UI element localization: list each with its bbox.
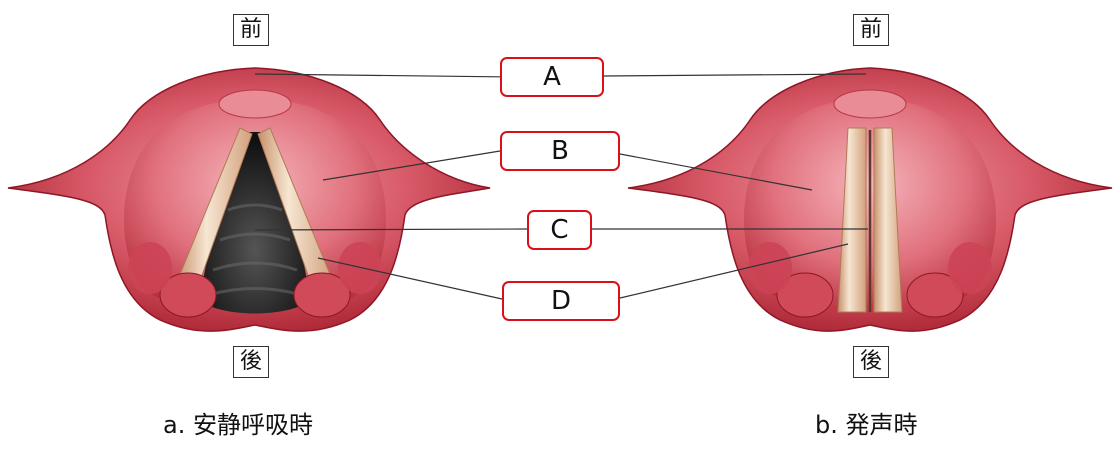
arytenoid-right xyxy=(293,272,351,318)
leader-a-right xyxy=(603,73,867,77)
larynx-quiet-breathing xyxy=(7,67,491,332)
caption-phonation: b. 発声時 xyxy=(815,411,918,439)
vocal-cord-left-adducted xyxy=(837,127,867,313)
label-b: B xyxy=(500,131,620,171)
leader-b-left xyxy=(322,150,501,181)
arytenoid-left xyxy=(159,272,217,318)
caption-quiet-breathing: a. 安静呼吸時 xyxy=(163,411,313,439)
back-marker-right: 後 xyxy=(853,346,889,378)
larynx-phonation xyxy=(627,67,1113,332)
label-a: A xyxy=(500,57,604,97)
leader-b-right xyxy=(619,153,813,191)
leader-a-left xyxy=(254,73,515,78)
leader-lines xyxy=(254,73,868,300)
label-c: C xyxy=(527,210,592,250)
leader-d-right xyxy=(619,243,849,299)
label-d: D xyxy=(502,281,620,321)
front-marker-left: 前 xyxy=(233,14,269,46)
leader-d-left xyxy=(317,257,503,300)
vocal-cord-right-adducted xyxy=(873,127,903,313)
epiglottis xyxy=(218,89,292,119)
leader-c-left xyxy=(254,228,528,231)
back-marker-left: 後 xyxy=(233,346,269,378)
glottis-opening xyxy=(200,132,310,314)
front-marker-right: 前 xyxy=(853,14,889,46)
